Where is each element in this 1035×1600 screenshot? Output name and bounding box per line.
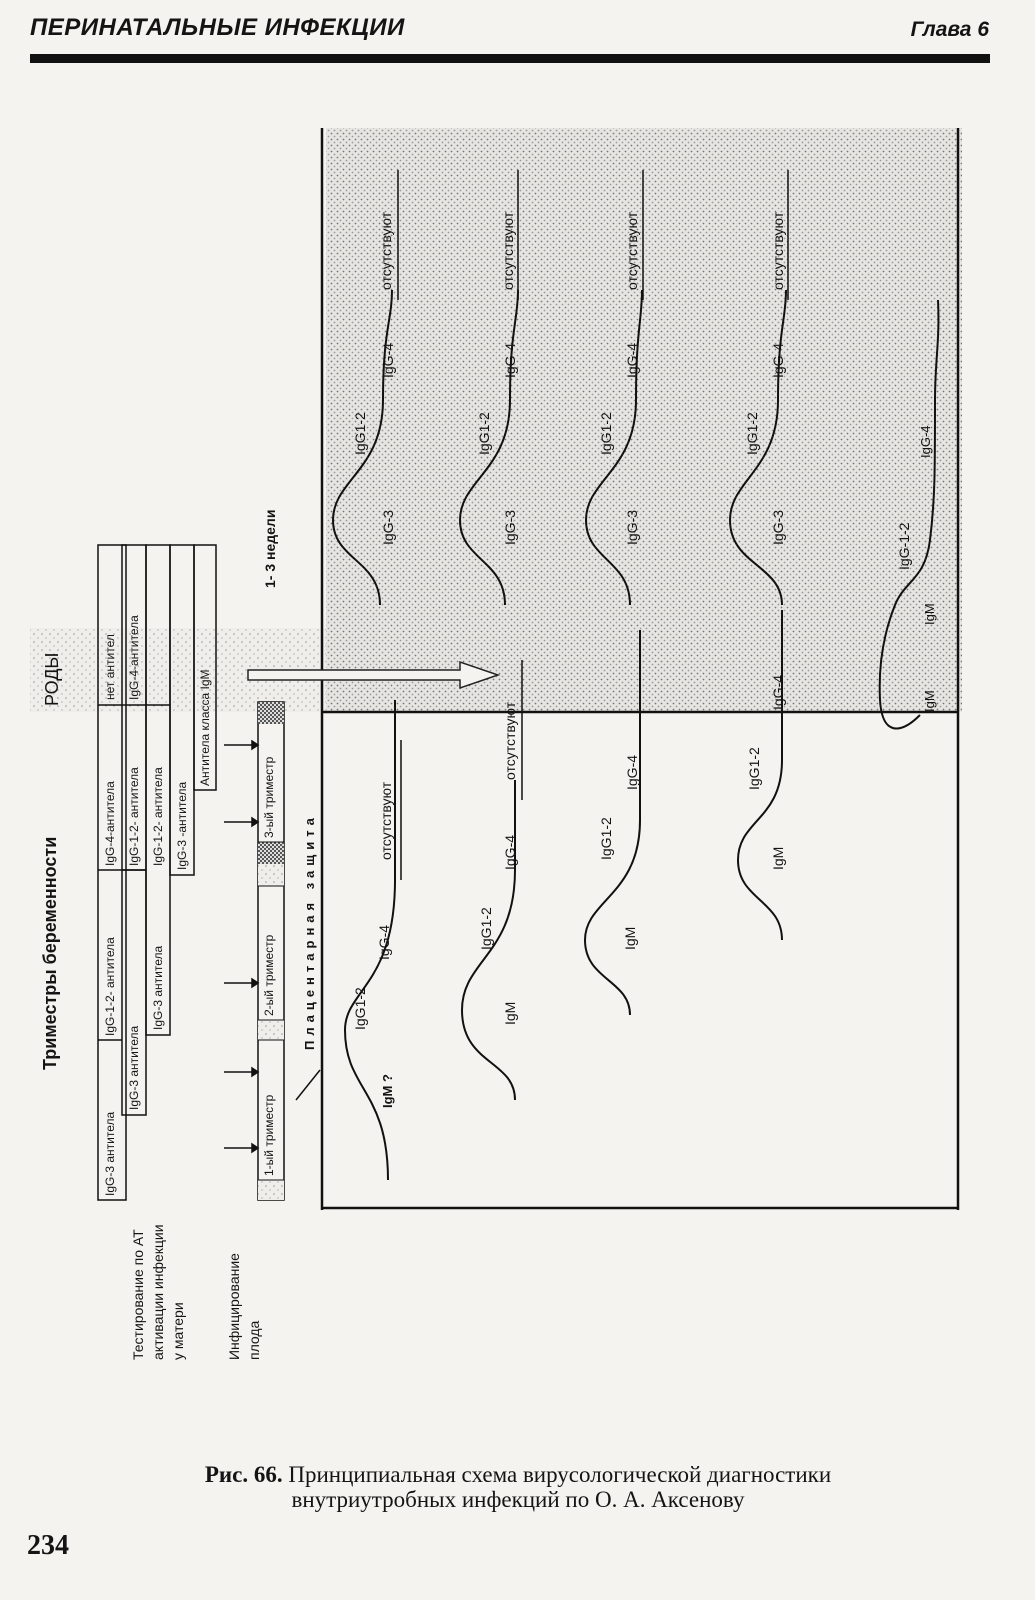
curve-label: IgM	[922, 603, 937, 625]
curve-label: IgM	[922, 690, 937, 712]
infection-label: Инфицирование плода	[226, 1253, 262, 1360]
curve-label: IgG1-2	[598, 412, 614, 455]
curve-label: IgG1-2	[598, 817, 614, 860]
trimester-3: 3-ый триместр	[262, 756, 276, 838]
trimesters-title: Триместры беременности	[40, 836, 60, 1070]
curve-label: отсутствуют	[500, 211, 516, 290]
header-rule	[30, 54, 990, 63]
curve-label: IgM ?	[380, 1074, 395, 1108]
table-cell: IgG-3 антитела	[103, 1111, 117, 1196]
curve-label: отсутствуют	[624, 211, 640, 290]
trimester-strip	[257, 701, 285, 1201]
curve-label: отсутствуют	[378, 211, 394, 290]
trimester-2: 2-ый триместр	[262, 934, 276, 1016]
birth-label: РОДЫ	[42, 652, 62, 706]
antibody-curves	[331, 289, 940, 1181]
curve-label: отсутствуют	[770, 211, 786, 290]
table-cell: IgG-3 -антитела	[175, 781, 189, 870]
table-cell: IgG-4-антитела	[103, 781, 117, 866]
curve-label: IgG-3	[502, 509, 518, 545]
table-cell: Антитела класса IgM	[198, 669, 212, 786]
infection-arrows	[224, 739, 260, 1154]
caption-line-1: Принципиальная схема вирусологической ди…	[288, 1462, 832, 1487]
curve-label: IgG-1-2	[896, 522, 912, 570]
curve-label: IgG-4	[624, 754, 640, 790]
curve-label: IgG1-2	[746, 747, 762, 790]
testing-label: Тестирование по АТ активации инфекции у …	[130, 1224, 186, 1360]
curve-label: IgM	[770, 846, 786, 870]
curve-label: IgG-3	[380, 509, 396, 545]
birth-arrow	[247, 660, 501, 690]
curve-label: IgG1-2	[744, 412, 760, 455]
absent-underlines	[397, 170, 789, 880]
curve-label: IgG1-2	[476, 412, 492, 455]
page-number: 234	[27, 1530, 69, 1561]
curve-label: отсутствуют	[378, 781, 394, 860]
curve-label: IgG-3	[624, 509, 640, 545]
curve-label: IgG-3	[770, 509, 786, 545]
trimester-1: 1-ый триместр	[262, 1094, 276, 1176]
curve-label: IgM	[502, 1001, 518, 1025]
chapter-label: Глава 6	[910, 18, 989, 41]
curve-label: отсутствуют	[502, 701, 518, 780]
curve-label: IgG1-2	[352, 412, 368, 455]
section-title: ПЕРИНАТАЛЬНЫЕ ИНФЕКЦИИ	[30, 14, 405, 41]
caption-label: Рис. 66.	[204, 1462, 283, 1487]
table-cell: нет антител	[103, 634, 117, 700]
antibody-table	[97, 544, 217, 1201]
curve-label: IgG-4	[918, 425, 933, 458]
curve-label: IgG1-2	[352, 987, 368, 1030]
table-cell: IgG-1-2- антитела	[103, 937, 117, 1036]
post-birth-zone	[326, 128, 962, 712]
curve-label: IgM	[622, 926, 638, 950]
figure-caption: Рис. 66. Принципиальная схема вирусологи…	[118, 1462, 918, 1512]
curve-label: IgG-4	[502, 834, 518, 870]
table-cell: IgG-3 антитела	[151, 945, 165, 1030]
weeks-label: 1- 3 недели	[262, 509, 278, 588]
curve-label: IgG1-2	[478, 907, 494, 950]
table-cell: IgG-1-2- антитела	[127, 767, 141, 866]
curve-label: IgG-4	[770, 674, 786, 710]
table-cell: IgG-4-антитела	[127, 615, 141, 700]
placental-barrier-label: Плацентарная защита	[302, 813, 317, 1050]
curve-label: IgG-4	[380, 342, 396, 378]
curve-label: IgG-4	[376, 924, 392, 960]
table-cell: IgG-1-2- антитела	[151, 767, 165, 866]
caption-line-2: внутриутробных инфекций по О. А. Аксенов…	[291, 1487, 745, 1512]
table-cell: IgG-3 антитела	[127, 1025, 141, 1110]
curve-label: IgG-4	[770, 342, 786, 378]
curve-label: IgG-4	[502, 342, 518, 378]
curve-label: IgG-4	[624, 342, 640, 378]
